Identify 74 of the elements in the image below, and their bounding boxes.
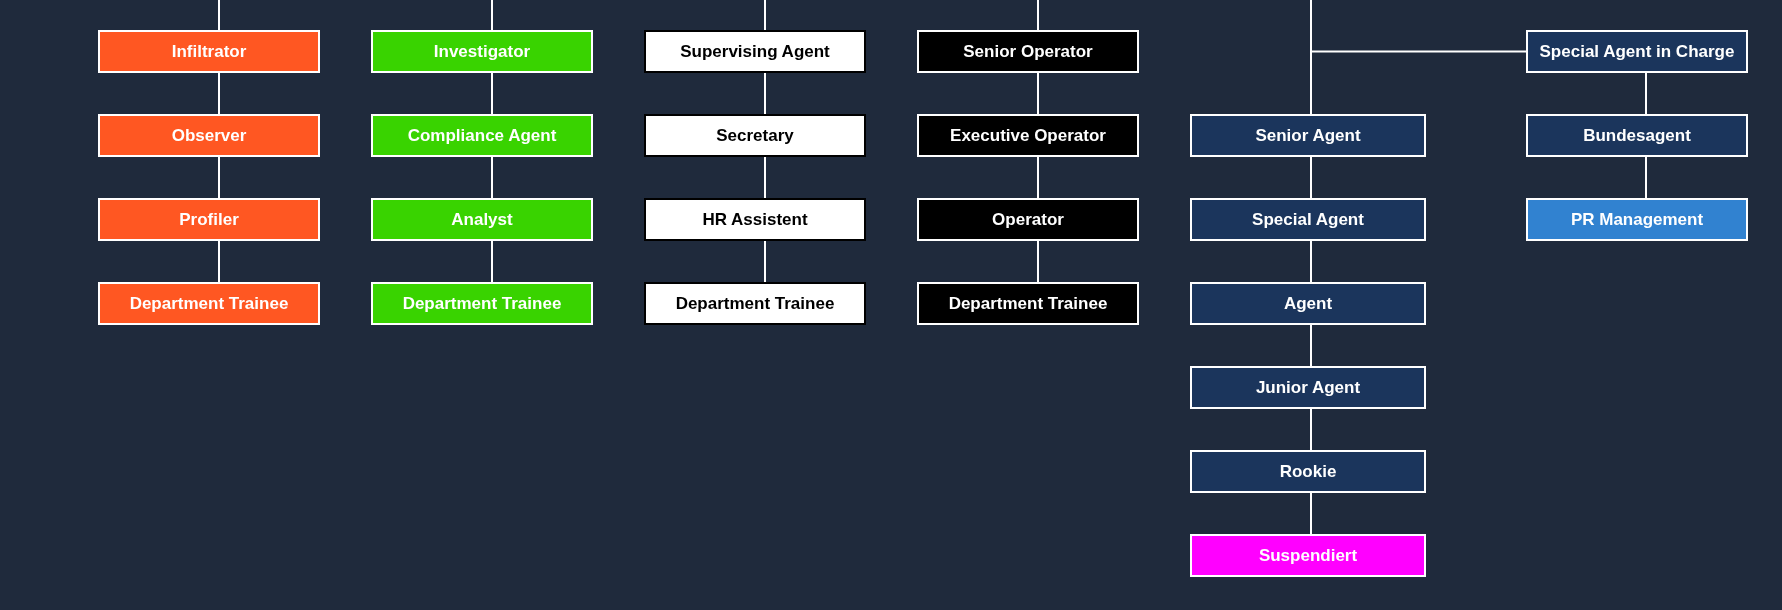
role-box	[371, 114, 593, 157]
role-box	[1190, 282, 1426, 325]
role-label: Agent	[1283, 293, 1333, 314]
role-label: Profiler	[179, 209, 239, 230]
connector-line	[1310, 408, 1312, 451]
role-box	[371, 282, 593, 325]
connector-line	[491, 0, 493, 31]
connector-line	[764, 156, 766, 199]
connector-line	[218, 240, 220, 283]
connector-line	[1037, 0, 1039, 31]
role-box	[371, 30, 593, 73]
role-label: Special Agent	[1252, 209, 1364, 230]
role-label: Secretary	[716, 125, 794, 146]
role-label: Special Agent in Charge	[1539, 41, 1735, 62]
connector-line	[1310, 240, 1312, 283]
connector-line	[218, 72, 220, 115]
role-label: Investigator	[433, 41, 531, 62]
connector-line	[1310, 0, 1527, 53]
role-label: Rookie	[1279, 461, 1337, 482]
role-label: Supervising Agent	[680, 41, 830, 62]
role-label: PR Management	[1570, 209, 1704, 230]
role-box	[644, 282, 866, 325]
role-label: Suspendiert	[1258, 545, 1358, 566]
role-label: Executive Operator	[950, 125, 1106, 146]
connector-line	[1310, 156, 1312, 199]
connector-line	[218, 0, 220, 31]
role-label: Infiltrator	[171, 41, 247, 62]
connector-line	[1645, 156, 1647, 199]
connector-line	[1037, 240, 1039, 283]
role-label: Department Trainee	[948, 293, 1108, 314]
role-box	[1526, 198, 1748, 241]
role-label: Operator	[992, 209, 1064, 230]
connector-line	[1037, 156, 1039, 199]
role-box	[1190, 198, 1426, 241]
role-box	[917, 282, 1139, 325]
role-box	[1190, 114, 1426, 157]
role-box	[644, 30, 866, 73]
role-box	[371, 198, 593, 241]
connector-line	[764, 0, 766, 31]
role-box	[98, 198, 320, 241]
connector-line	[1037, 72, 1039, 115]
role-label: Senior Agent	[1255, 125, 1361, 146]
role-label: HR Assistent	[702, 209, 808, 230]
role-box	[644, 198, 866, 241]
role-box	[644, 114, 866, 157]
role-box	[917, 114, 1139, 157]
role-label: Compliance Agent	[407, 125, 557, 146]
role-box	[98, 114, 320, 157]
role-box	[98, 282, 320, 325]
role-box	[917, 30, 1139, 73]
connector-line	[491, 156, 493, 199]
role-label: Bundesagent	[1583, 125, 1691, 146]
connector-line	[491, 72, 493, 115]
role-label: Department Trainee	[129, 293, 289, 314]
connector-line	[1310, 324, 1312, 367]
role-box	[1190, 534, 1426, 577]
connector-line	[218, 156, 220, 199]
role-label: Junior Agent	[1255, 377, 1361, 398]
role-label: Analyst	[451, 209, 513, 230]
connector-line	[1310, 492, 1312, 535]
connector-line	[1645, 72, 1647, 115]
role-label: Senior Operator	[963, 41, 1093, 62]
role-box	[1526, 30, 1748, 73]
role-label: Department Trainee	[675, 293, 835, 314]
role-label: Observer	[171, 125, 247, 146]
role-box	[1190, 450, 1426, 493]
role-box	[1526, 114, 1748, 157]
connector-line	[764, 240, 766, 283]
connector-line	[491, 240, 493, 283]
role-box	[1190, 366, 1426, 409]
role-box	[98, 30, 320, 73]
role-box	[917, 198, 1139, 241]
role-label: Department Trainee	[402, 293, 562, 314]
connector-line	[764, 72, 766, 115]
